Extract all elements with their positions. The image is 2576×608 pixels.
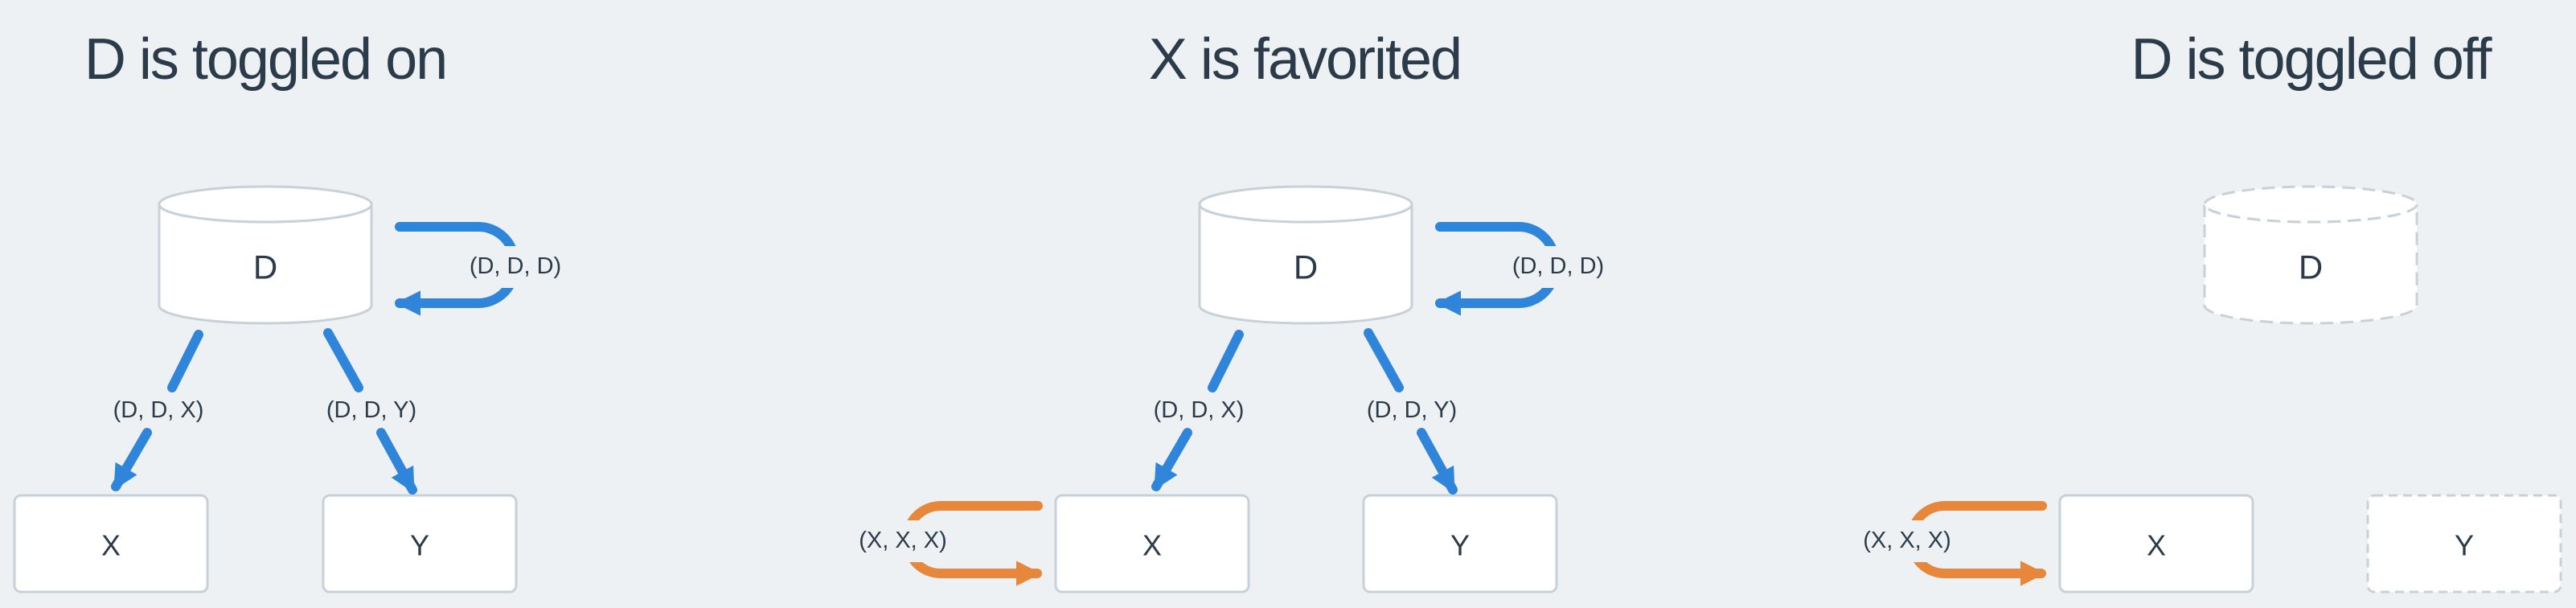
edge-d-to-y-arrow-segment	[1417, 428, 1458, 495]
edge-d-to-x-upper-segment	[167, 330, 203, 392]
node-box-y-dashed	[2366, 494, 2562, 594]
database-d-label: D	[1294, 249, 1318, 286]
panel-2-title: X is favorited	[1149, 27, 1461, 92]
edge-label-x-self-loop: (X, X, X)	[859, 528, 947, 553]
node-y-label: Y	[410, 529, 429, 562]
edge-d-to-x-upper-segment	[1208, 330, 1244, 392]
edge-d-to-x-arrow-segment	[111, 428, 152, 491]
node-box-y	[1362, 494, 1558, 594]
edge-label-d-to-y: (D, D, Y)	[326, 397, 416, 423]
panel-d-toggled-off: D is toggled off D X Y (X, X, X)	[1856, 27, 2562, 594]
edge-d-to-y-upper-segment	[1364, 328, 1404, 392]
panel-1-text: D is toggled on D X Y (D, D, D) (D, D, X…	[84, 27, 561, 562]
panel-1-title: D is toggled on	[84, 27, 446, 92]
panel-d-toggled-on: D is toggled on D X Y (D, D, D) (D, D, X…	[13, 27, 567, 594]
database-cylinder-d-top	[158, 185, 373, 224]
node-box-x	[13, 494, 209, 594]
panel-2-nodes	[1054, 185, 1558, 594]
edge-d-to-y-arrow-segment	[376, 428, 417, 495]
edge-label-d-to-y: (D, D, Y)	[1367, 397, 1457, 423]
node-x-label: X	[1142, 529, 1162, 562]
edge-label-d-self-loop: (D, D, D)	[470, 253, 561, 279]
self-loop-x-label-mask	[851, 520, 954, 562]
self-loop-d-label-mask	[1507, 246, 1610, 288]
database-cylinder-d-top-dashed	[2203, 185, 2418, 224]
panel-x-favorited: X is favorited D X Y (D, D, D) (D, D, X)…	[851, 27, 1610, 594]
panel-3-text: D is toggled off D X Y (X, X, X)	[1863, 27, 2494, 562]
node-y-label: Y	[2455, 529, 2474, 562]
self-loop-x-label-mask	[1856, 520, 1959, 562]
node-y-label: Y	[1450, 529, 1470, 562]
node-box-x	[1054, 494, 1250, 594]
edge-d-to-x-arrow-segment	[1151, 428, 1192, 491]
panel-2-text: X is favorited D X Y (D, D, D) (D, D, X)…	[859, 27, 1604, 562]
self-loop-d-label-mask	[464, 246, 567, 288]
panel-3-title: D is toggled off	[2131, 27, 2493, 92]
edge-label-d-to-x: (D, D, X)	[113, 397, 204, 423]
edge-d-to-y-upper-segment	[323, 328, 363, 392]
database-d-label: D	[253, 249, 277, 286]
edge-label-d-self-loop: (D, D, D)	[1512, 253, 1604, 279]
panel-3-nodes	[2058, 185, 2562, 594]
node-x-label: X	[2147, 529, 2166, 562]
database-cylinder-d-top	[1198, 185, 1413, 224]
panel-1-nodes	[13, 185, 518, 594]
edge-label-x-self-loop: (X, X, X)	[1863, 528, 1951, 553]
edge-label-d-to-x: (D, D, X)	[1154, 397, 1245, 423]
node-x-label: X	[101, 529, 121, 562]
node-box-y	[322, 494, 518, 594]
node-box-x	[2058, 494, 2254, 594]
database-d-label: D	[2299, 249, 2323, 286]
